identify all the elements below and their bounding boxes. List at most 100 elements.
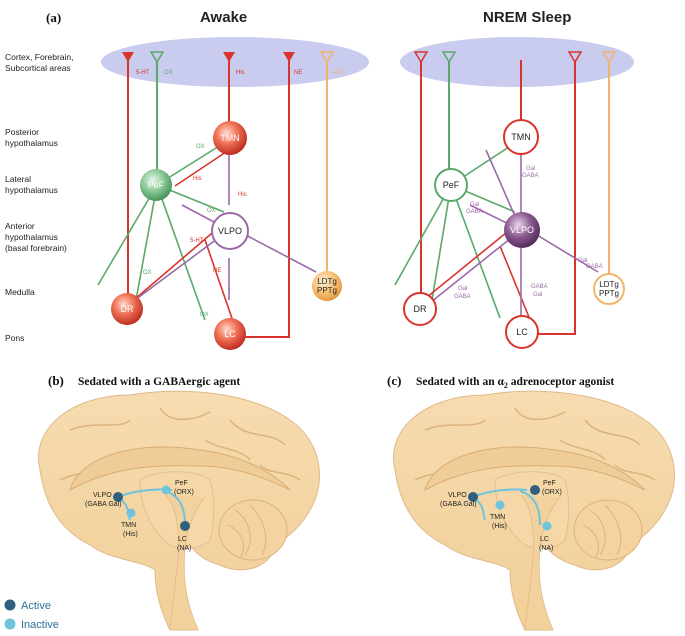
pef-node-nrem [434,168,468,202]
panel-c-title-sub: 2 [504,381,508,390]
lc-label-nrem: LC [516,327,528,337]
pef-efferents-nrem [394,142,516,319]
tmn-label: TMN [220,133,240,143]
row-label-anterior-hypothalamus-3: (basal forebrain) [5,243,67,253]
panel-c-title-prefix: Sedated with an [416,376,497,388]
panel-a: (a) Awake NREM Sleep Cortex, Forebrain, … [5,9,634,350]
row-label-posterior-hypothalamus: Posterior [5,127,39,137]
tag-5ht-vlpo: 5-HT [190,238,204,244]
lc-projection [236,60,290,338]
cortex-region-nrem [400,37,634,87]
vlpo-label-b: VLPO [93,492,112,499]
vlpo-label-c: VLPO [448,492,467,499]
ldtg-node [312,271,342,301]
brain-c: VLPO (GABA Gal) PeF (ORX) TMN (His) LC (… [393,390,676,631]
cerebellum [218,499,288,561]
lc-node [214,318,246,350]
tag-5ht-top: 5-HT [136,70,150,76]
panel-b-letter: (b) [48,373,64,388]
tag-gal-tmn: Gal [526,166,535,172]
dr-node-nrem [403,292,437,326]
row-label-pons: Pons [5,333,24,343]
row-label-medulla: Medulla [5,287,35,297]
pef-sub-label-c: (ORX) [542,489,562,496]
vlpo-sub-label-b: (GABA Gal) [85,501,122,508]
lc-dot-c [542,521,552,531]
panel-c: (c) Sedated with an α2 adrenoceptor agon… [387,373,676,631]
panel-c-letter: (c) [387,373,401,388]
tag-ox-vlpo: OX [207,208,216,214]
corpus-callosum [69,446,291,492]
tmn-node [213,121,247,155]
vlpo-efferents [134,148,317,301]
brainstem [165,494,206,631]
tmn-label-c: TMN [490,514,505,521]
lc-sub-label-c: (NA) [539,545,553,552]
lc-dot-b [180,521,190,531]
tag-gaba-dr: GABA [454,294,471,300]
tag-gal-pef: Gal [470,202,479,208]
cerebellum-folia [582,504,622,559]
pef-label-nrem: PeF [443,180,460,190]
lc-sub-label-b: (NA) [177,545,191,552]
panel-b-title: Sedated with a GABAergic agent [78,376,240,388]
cerebellum-folia [227,504,267,559]
tag-ox-lc: OX [200,312,209,318]
lc-label-c: LC [540,536,549,543]
tag-gaba-pef: GABA [466,209,483,215]
panel-b: (b) Sedated with a GABAergic agent VLPO … [38,373,321,631]
legend-inactive-swatch [4,618,16,630]
row-label-lateral-hypothalamus-2: hypothalamus [5,185,58,195]
terminals-top-nrem [413,51,617,64]
awake-diagram: 5-HT OX His NE ACh OX His His OX 5-HT NE… [97,37,369,350]
brain-b: VLPO (GABA Gal) PeF (ORX) TMN (His) LC (… [38,390,321,631]
nrem-title: NREM Sleep [483,9,571,26]
tmn-node-nrem [503,119,539,155]
pef-sub-label-b: (ORX) [174,489,194,496]
brainstem [520,494,561,631]
pef-label-b: PeF [175,480,188,487]
tag-gal-dr: Gal [458,286,467,292]
pef-label-c: PeF [543,480,556,487]
pef-efferents [97,142,225,321]
legend: Active Inactive [4,599,59,631]
tag-gaba-tmn: GABA [522,173,539,179]
corpus-callosum [424,446,646,492]
ldtg-label: LDTg [317,277,337,286]
legend-active-swatch [4,599,16,611]
tmn-sub-label-b: (His) [123,531,138,538]
awake-title: Awake [200,9,247,26]
panel-a-letter: (a) [46,10,61,25]
tmn-dot-c [495,500,505,510]
tag-his-pef: His [193,176,202,182]
tag-his-top: His [236,70,245,76]
row-label-anterior-hypothalamus-2: hypothalamus [5,232,58,242]
tag-ox-top: OX [164,70,173,76]
vlpo-node [211,212,249,250]
tag-ne-top: NE [294,70,302,76]
tag-gaba-ldtg: GABA [586,264,603,270]
lc-label-b: LC [178,536,187,543]
row-label-anterior-hypothalamus: Anterior [5,221,35,231]
ldtg-label-nrem: LDTg [599,280,619,289]
vlpo-node-nrem [504,212,540,248]
legend-active-label: Active [21,600,51,612]
terminals-top-awake [122,51,335,64]
row-label-posterior-hypothalamus-2: hypothalamus [5,138,58,148]
pptg-label: PPTg [317,286,337,295]
nrem-diagram: Gal GABA Gal GABA Gal GABA Gal GABA GABA… [394,37,634,349]
tag-ne-vlpo: NE [213,268,221,274]
tag-gaba-lc: GABA [531,284,548,290]
panel-c-title: Sedated with an α2 adrenoceptor agonist [416,376,614,390]
panel-c-title-suffix: adrenoceptor agonist [508,376,614,388]
tag-his-vlpo: His [238,192,247,198]
tmn-sub-label-c: (His) [492,523,507,530]
row-label-cortex-2: Subcortical areas [5,63,71,73]
pef-dot-c [530,485,540,495]
pef-dot-b [161,485,171,495]
monoamine-efferents-nrem [420,223,532,323]
tag-gal-ldtg: Gal [578,258,587,264]
vlpo-efferents-nrem [430,149,599,316]
tag-ox-tmn: OX [196,144,205,150]
